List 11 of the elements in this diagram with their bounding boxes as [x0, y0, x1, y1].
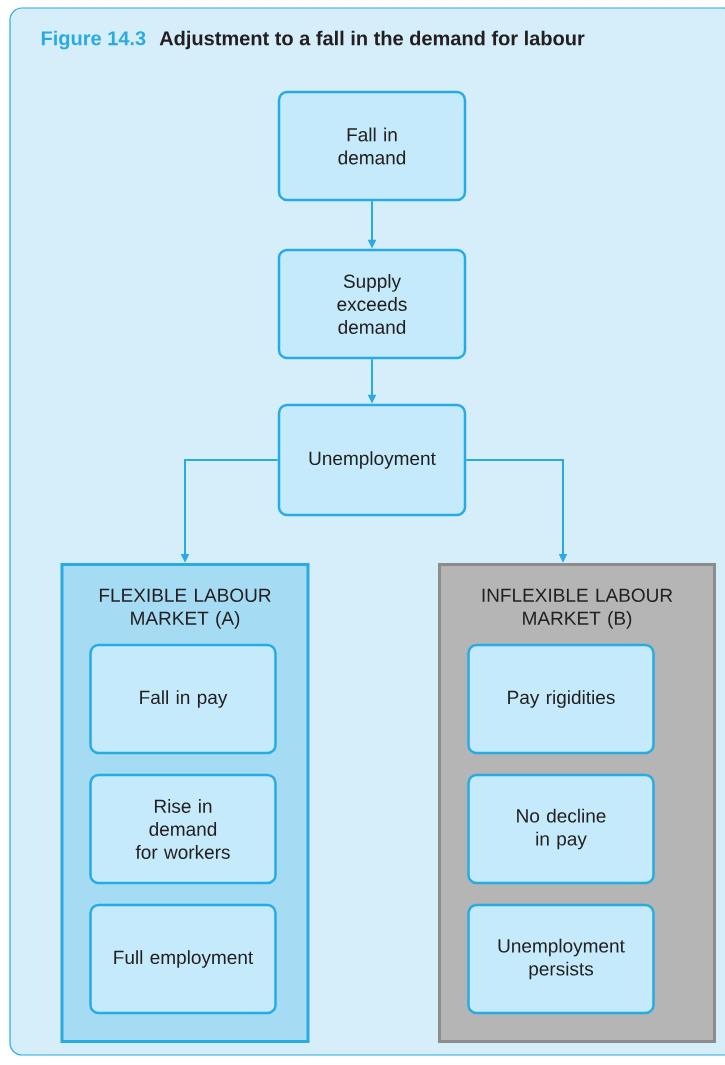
- process-box: Rise in demand for workers: [89, 773, 277, 885]
- process-box: Unemployment: [277, 403, 467, 517]
- process-box: Pay rigidities: [467, 643, 655, 755]
- process-box: Supply exceeds demand: [277, 248, 467, 360]
- title: Adjustment to a fall in the demand for labour: [159, 30, 585, 50]
- process-box: Fall in pay: [89, 643, 277, 755]
- process-box: No decline in pay: [467, 773, 655, 885]
- figure-number: Figure 14.3: [41, 30, 146, 50]
- process-box: Unemployment persists: [467, 903, 655, 1015]
- process-box: Fall in demand: [277, 90, 467, 202]
- process-box: Full employment: [89, 903, 277, 1015]
